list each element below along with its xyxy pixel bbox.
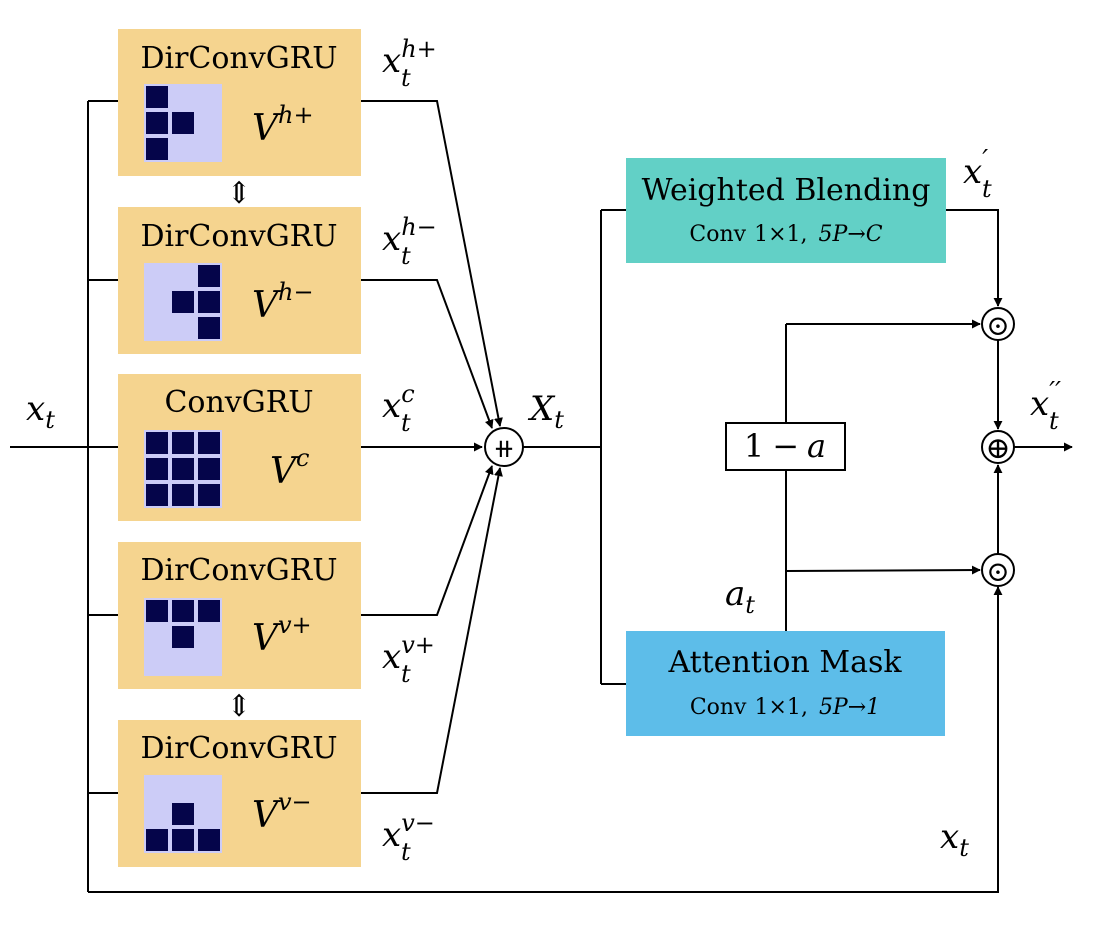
output-label: xv−t [382,809,435,866]
gru-block-title: DirConvGRU [140,553,337,588]
mask-wires [785,319,981,631]
hadamard-icon: ⊙ [986,555,1009,588]
one-minus-a-label: 1−a [744,427,826,465]
hadamard-icon: ⊙ [986,309,1009,342]
kernel-label: Vv− [252,788,312,836]
blend-output-wire [946,209,1003,307]
concat-output-label: Xt [527,389,564,434]
swap-arrow-icon: ⇕ [226,176,251,211]
final-output-label: x′′t [1030,377,1061,435]
gru-block: DirConvGRU Vv+ [118,542,361,689]
input-label: xt [26,389,55,434]
swap-arrow-icon: ⇕ [226,689,251,724]
gru-block-title: DirConvGRU [140,41,337,76]
kernel-label: Vc [270,444,309,492]
gru-block-title: DirConvGRU [140,219,337,254]
attention-output-label: at [725,574,755,619]
weighted-blending-title: Weighted Blending [642,173,931,208]
gru-block-title: ConvGRU [164,385,313,420]
gru-block: ConvGRU Vc [118,374,361,521]
attention-mask-title: Attention Mask [667,645,902,680]
kernel-pattern [144,775,222,853]
concat-icon: ⧺ [493,434,515,464]
output-label: xh−t [382,213,437,270]
sum-icon: ⊕ [985,431,1010,466]
kernel-label: Vh+ [252,101,314,149]
kernel-pattern [144,598,222,676]
kernel-pattern [144,84,222,162]
output-label: xv+t [382,631,435,688]
gru-block: DirConvGRU Vh− [118,207,361,354]
gru-block-title: DirConvGRU [140,731,337,766]
kernel-label: Vh− [252,278,314,326]
gru-block: DirConvGRU Vh+ [118,29,361,176]
blend-output-label: x′t [963,145,992,203]
input-wires [10,100,1003,893]
concat-output-wires [523,209,626,685]
one-minus-a-box: 1−a [725,422,846,471]
gru-block: DirConvGRU Vv− [118,720,361,867]
kernel-pattern [144,263,222,341]
gru-output-wires [361,100,503,794]
skip-label: xt [940,817,969,862]
kernel-pattern [144,430,222,508]
kernel-label: Vv+ [252,611,312,659]
output-label: xh+t [382,35,437,92]
